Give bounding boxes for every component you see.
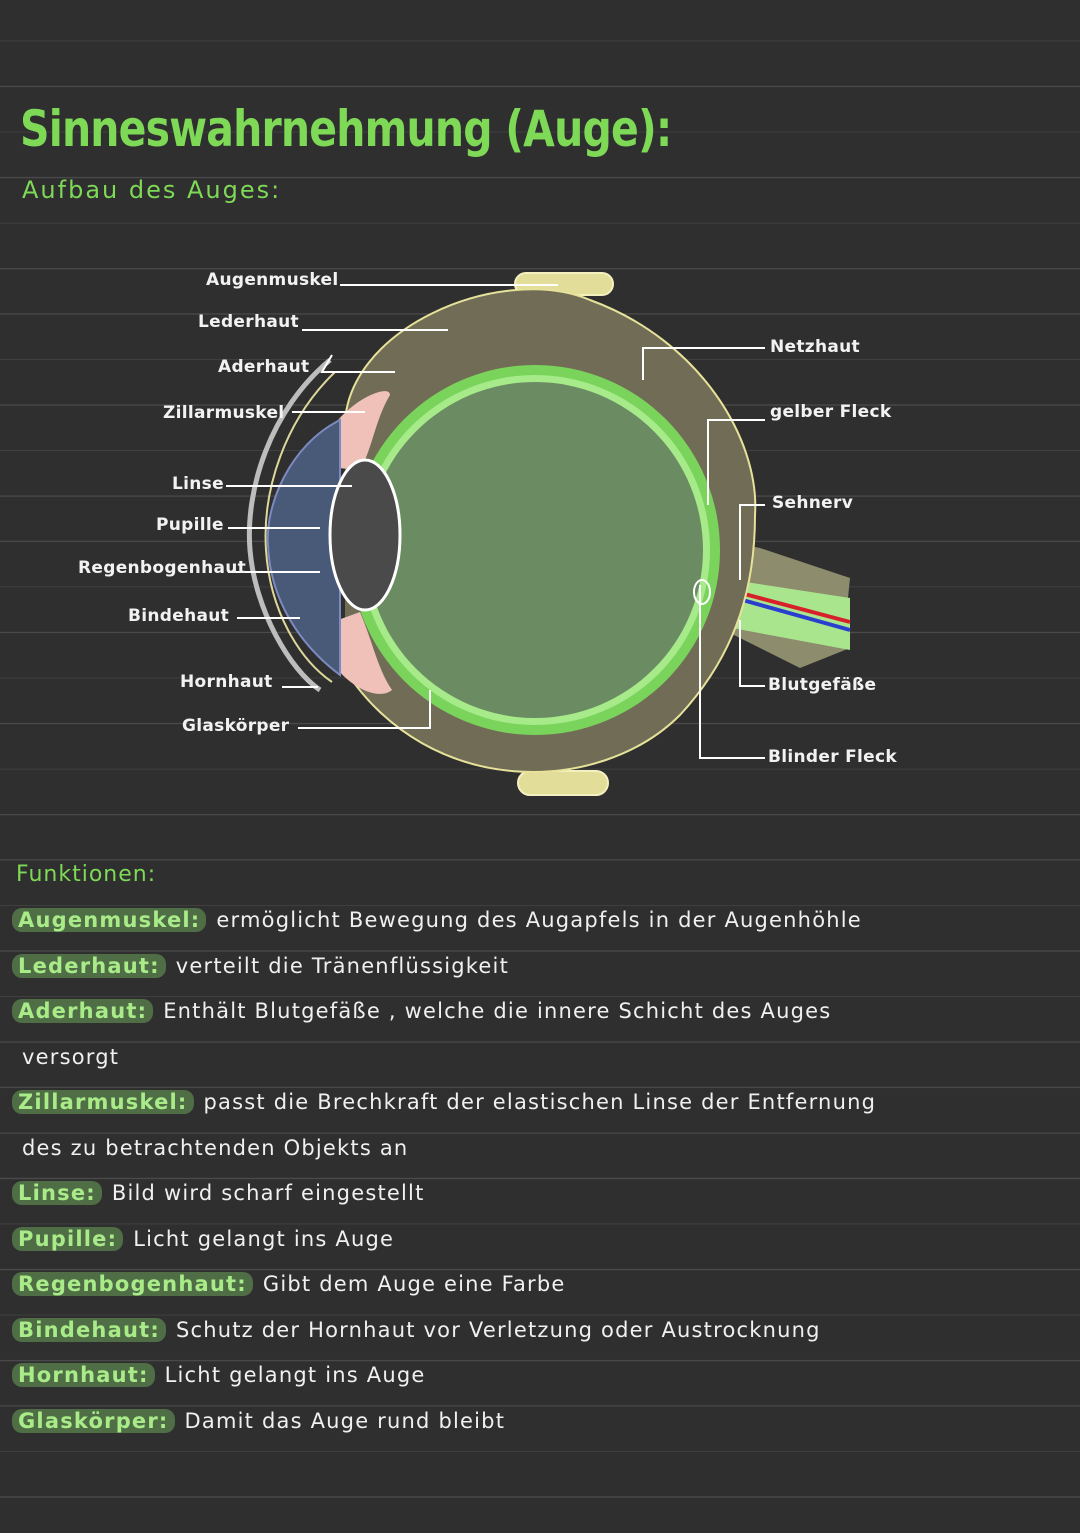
term-badge: Aderhaut: xyxy=(12,999,154,1023)
label-ziliarmuskel: Zillarmuskel xyxy=(163,403,285,423)
term-badge: Hornhaut: xyxy=(12,1363,155,1387)
label-blutgefaesse: Blutgefäße xyxy=(768,675,877,695)
leader-netzhaut xyxy=(642,347,765,380)
function-continuation: des zu betrachtenden Objekts an xyxy=(22,1136,409,1160)
term-badge: Bindehaut: xyxy=(12,1318,166,1342)
label-aderhaut: Aderhaut xyxy=(218,357,310,377)
function-row-pupille: Pupille: Licht gelangt ins Auge xyxy=(12,1227,394,1251)
cornea-line xyxy=(264,371,336,683)
label-blinder-fleck: Blinder Fleck xyxy=(768,747,897,767)
function-text: Damit das Auge rund bleibt xyxy=(184,1409,506,1433)
function-row-regenbogenhaut: Regenbogenhaut: Gibt dem Auge eine Farbe xyxy=(12,1272,566,1296)
conjunctiva-curve xyxy=(246,358,332,693)
function-row-aderhaut: Aderhaut: Enthält Blutgefäße , welche die… xyxy=(12,999,831,1023)
leader-blinder-fleck xyxy=(699,585,765,759)
function-text: Enthält Blutgefäße , welche die innere S… xyxy=(163,999,832,1023)
term-badge: Augenmuskel: xyxy=(12,908,207,932)
label-hornhaut: Hornhaut xyxy=(180,672,273,692)
blind-spot-marker xyxy=(693,579,711,605)
function-row-glaskoerper: Glaskörper: Damit das Auge rund bleibt xyxy=(12,1409,505,1433)
label-glaskoerper: Glaskörper xyxy=(182,716,290,736)
section-subtitle: Aufbau des Auges: xyxy=(22,176,282,204)
leader-glaskoerper xyxy=(298,690,431,729)
ciliary-top xyxy=(338,391,390,470)
function-text: Schutz der Hornhaut vor Verletzung oder … xyxy=(175,1318,821,1342)
lens xyxy=(328,458,402,612)
term-badge: Pupille: xyxy=(12,1227,124,1251)
label-pupille: Pupille xyxy=(156,515,224,535)
label-netzhaut: Netzhaut xyxy=(770,337,860,357)
eye-diagram xyxy=(226,272,851,796)
function-text: Gibt dem Auge eine Farbe xyxy=(262,1272,566,1296)
term-badge: Zillarmuskel: xyxy=(12,1090,194,1114)
function-row-hornhaut: Hornhaut: Licht gelangt ins Auge xyxy=(12,1363,426,1387)
leader-sehnerv xyxy=(739,504,765,580)
function-text: passt die Brechkraft der elastischen Lin… xyxy=(203,1090,877,1114)
function-text: Licht gelangt ins Auge xyxy=(164,1363,426,1387)
function-text: Bild wird scharf eingestellt xyxy=(111,1181,425,1205)
function-text: Licht gelangt ins Auge xyxy=(133,1227,395,1251)
term-badge: Lederhaut: xyxy=(12,954,166,978)
term-badge: Regenbogenhaut: xyxy=(12,1272,253,1296)
label-linse: Linse xyxy=(172,474,224,494)
label-sehnerv: Sehnerv xyxy=(772,493,854,513)
term-badge: Glaskörper: xyxy=(12,1409,175,1433)
label-augenmuskel: Augenmuskel xyxy=(206,270,339,290)
function-row-linse: Linse: Bild wird scharf eingestellt xyxy=(12,1181,425,1205)
leader-gelber-fleck xyxy=(707,419,765,505)
leader-blutgefaesse xyxy=(739,620,765,687)
function-text: ermöglicht Bewegung des Augapfels in der… xyxy=(216,908,862,932)
function-row-augenmuskel: Augenmuskel: ermöglicht Bewegung des Auga… xyxy=(12,908,862,932)
label-gelber-fleck: gelber Fleck xyxy=(770,402,892,422)
cornea-chamber xyxy=(266,418,341,678)
function-text: verteilt die Tränenflüssigkeit xyxy=(175,954,510,978)
vitreous-body xyxy=(367,382,703,718)
leader-aderhaut xyxy=(320,354,395,373)
function-row-lederhaut: Lederhaut: verteilt die Tränenflüssigkeit xyxy=(12,954,509,978)
function-continuation: versorgt xyxy=(22,1045,120,1069)
term-badge: Linse: xyxy=(12,1181,102,1205)
page-title: Sinneswahrnehmung (Auge): xyxy=(20,100,672,158)
ciliary-bottom xyxy=(338,612,392,694)
label-lederhaut: Lederhaut xyxy=(198,312,299,332)
function-row-bindehaut: Bindehaut: Schutz der Hornhaut vor Verlet… xyxy=(12,1318,821,1342)
label-bindehaut: Bindehaut xyxy=(128,606,230,626)
eye-muscle-bottom xyxy=(517,770,609,796)
functions-heading: Funktionen: xyxy=(16,862,157,887)
function-row-ziliarmuskel: Zillarmuskel: passt die Brechkraft der el… xyxy=(12,1090,876,1114)
label-regenbogenhaut: Regenbogenhaut xyxy=(78,558,247,578)
